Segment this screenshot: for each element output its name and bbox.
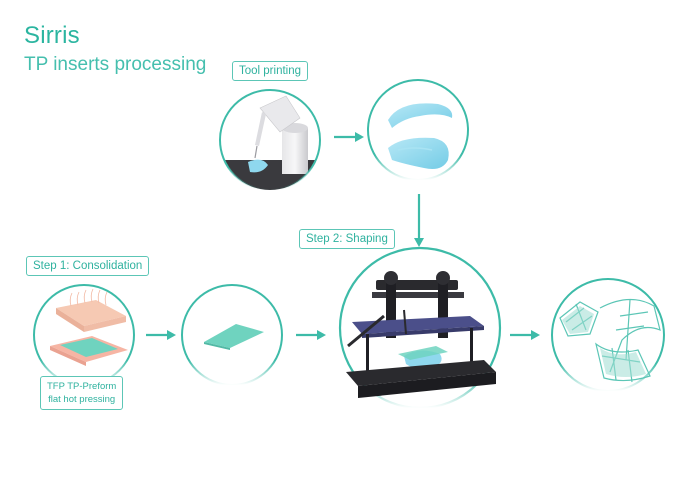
step2-shaping-label: Step 2: Shaping (299, 229, 395, 249)
arrow-press-to-final (510, 330, 540, 340)
tool-printing-robot-circle (219, 89, 321, 191)
printed-tools-circle (367, 79, 469, 181)
brand-title: Sirris (24, 22, 80, 49)
arrow-tool-to-parts (334, 132, 364, 142)
preform-sheet-circle (181, 284, 283, 386)
hot-press-circle (338, 246, 502, 410)
final-part-circle (551, 278, 665, 392)
consolidation-circle (33, 284, 135, 386)
step1-consolidation-label: Step 1: Consolidation (26, 256, 150, 276)
arrow-parts-to-press (414, 194, 424, 247)
caption-line-2: flat hot pressing (48, 394, 116, 405)
tool-printing-label: Tool printing (232, 61, 309, 81)
arrow-preform-to-press (296, 330, 326, 340)
caption-line-1: TFP TP-Preform (47, 381, 117, 392)
arrow-consolidation-to-preform (146, 330, 176, 340)
page-subtitle: TP inserts processing (24, 54, 207, 75)
preform-caption: TFP TP-Preform flat hot pressing (40, 376, 124, 410)
